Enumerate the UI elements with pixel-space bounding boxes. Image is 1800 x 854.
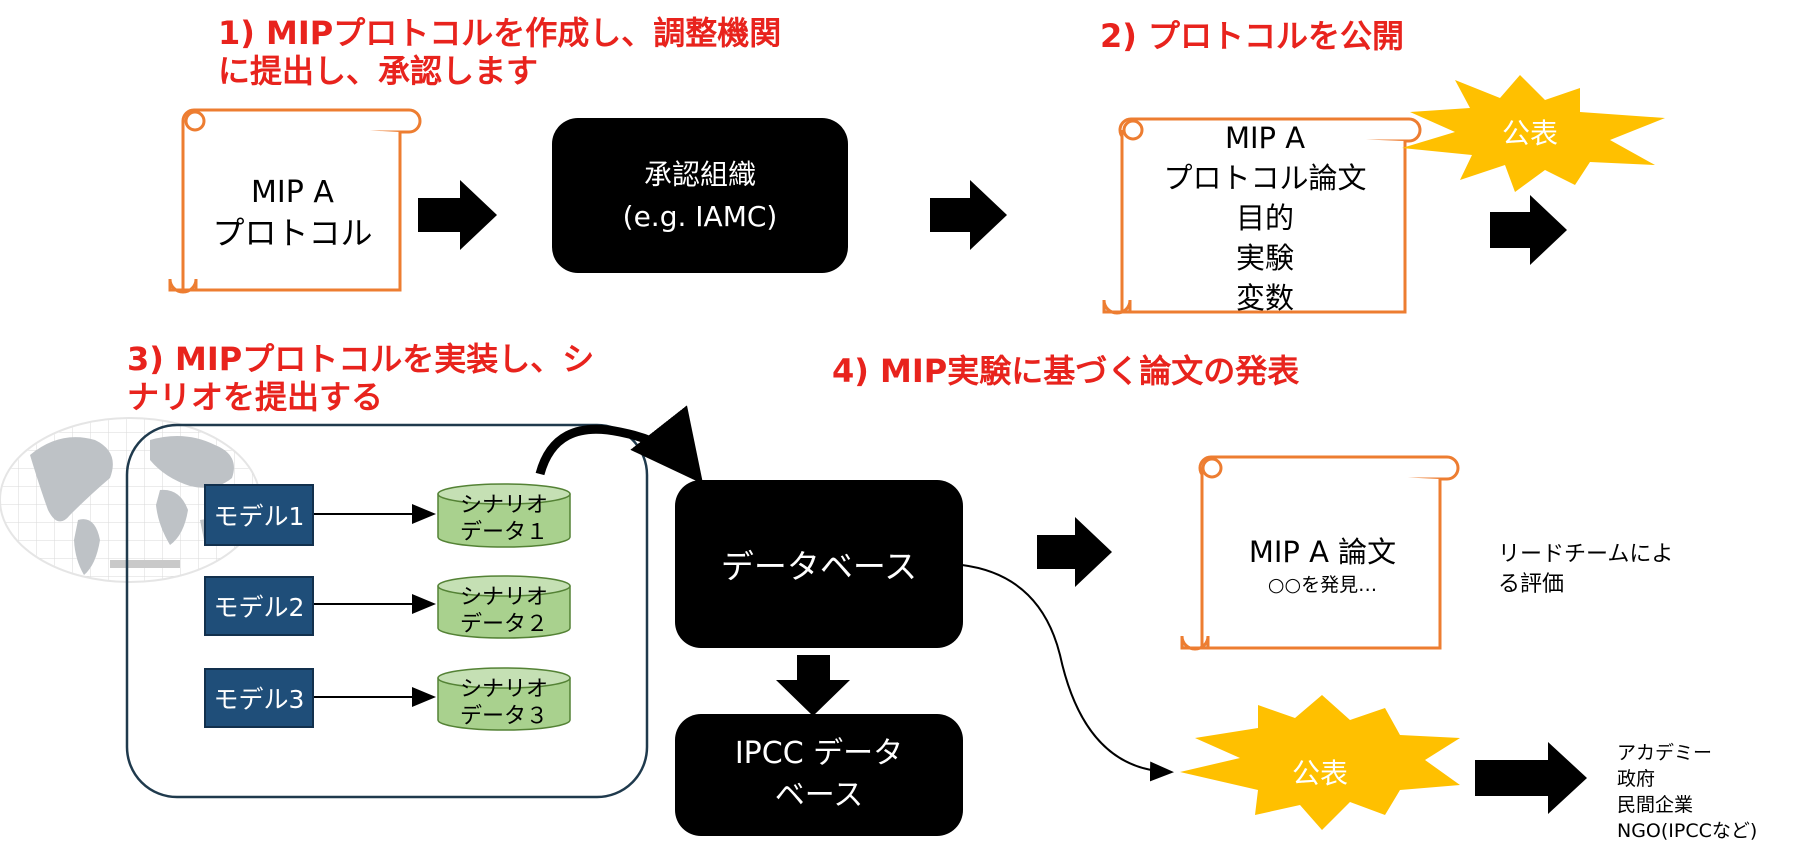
- model-3-box: モデル3: [204, 668, 314, 728]
- paper-title: MIP A 論文: [1248, 535, 1397, 569]
- step4-heading: 4) MIP実験に基づく論文の発表: [832, 352, 1300, 390]
- paper-scroll: MIP A 論文 ○○を発見…: [1210, 515, 1435, 615]
- published-protocol-scroll-shape: [1102, 117, 1422, 315]
- model-to-data-arrows: [312, 504, 436, 707]
- scenario-data-2-line2: データ２: [459, 612, 548, 637]
- scenario-data-3-line1: シナリオ: [459, 677, 548, 702]
- paper-scroll-shape: [1180, 455, 1460, 651]
- lead-team-evaluation: リードチームによ る評価: [1498, 540, 1673, 600]
- audience-academia: アカデミー: [1617, 742, 1713, 764]
- arrow-protocol-to-approval: [418, 180, 497, 250]
- models-group-frame: [125, 423, 649, 799]
- scenario-data-1: シナリオ データ１: [440, 490, 568, 548]
- arrow-publish-onward: [1490, 195, 1567, 265]
- scenario-data-2-line1: シナリオ: [459, 585, 548, 610]
- published-protocol-paper: プロトコル論文: [1163, 161, 1367, 195]
- scenario-data-1-line2: データ１: [459, 520, 548, 545]
- step1-heading: 1) MIPプロトコルを作成し、調整機関 に提出し、承認します: [218, 14, 781, 90]
- audience-ngo: NGO(IPCCなど): [1617, 820, 1758, 842]
- arrow-burst-to-audience: [1475, 742, 1587, 814]
- approval-example: (e.g. IAMC): [622, 199, 778, 233]
- ipcc-database-line2: ベース: [774, 778, 864, 813]
- paper-finding: ○○を発見…: [1267, 574, 1378, 596]
- published-protocol-scroll: MIP A プロトコル論文 目的 実験 変数: [1130, 118, 1400, 318]
- published-protocol-title: MIP A: [1224, 121, 1306, 155]
- audience-government: 政府: [1617, 768, 1656, 790]
- lead-team-line1: リードチームによ: [1498, 542, 1674, 567]
- scenario-data-2: シナリオ データ２: [440, 582, 568, 640]
- published-protocol-experiment: 実験: [1235, 241, 1294, 275]
- ipcc-database-line1: IPCC データ: [734, 736, 904, 771]
- approval-title: 承認組織: [643, 157, 756, 191]
- step3-heading: 3) MIPプロトコルを実装し、シ ナリオを提出する: [127, 340, 594, 416]
- publish-burst-top: [1402, 75, 1665, 192]
- arrow-approval-to-publish: [930, 180, 1007, 250]
- published-protocol-purpose: 目的: [1235, 201, 1294, 235]
- protocol-scroll-shape: [168, 108, 422, 294]
- publish-label-bottom: 公表: [1291, 757, 1348, 790]
- curved-arrow-to-publish: [961, 564, 1174, 782]
- audience-private-sector: 民間企業: [1617, 794, 1694, 816]
- publish-burst-bottom: [1180, 695, 1460, 830]
- protocol-title: MIP A: [251, 174, 334, 210]
- scenario-data-1-line1: シナリオ: [459, 493, 548, 518]
- published-protocol-variables: 変数: [1235, 281, 1294, 315]
- model-2-box: モデル2: [204, 576, 314, 636]
- step2-heading: 2) プロトコルを公開: [1100, 17, 1405, 55]
- audience-list: アカデミー 政府 民間企業 NGO(IPCCなど): [1617, 740, 1757, 844]
- scenario-data-3: シナリオ データ３: [440, 674, 568, 732]
- protocol-scroll: MIP A プロトコル: [190, 140, 395, 285]
- database-box: データベース: [675, 480, 963, 648]
- step1-line2: に提出し、承認します: [218, 52, 539, 90]
- publish-label-top: 公表: [1501, 117, 1558, 150]
- model-1-box: モデル1: [204, 484, 314, 546]
- block-arrows: [418, 180, 1587, 814]
- curved-arrow-to-database: [535, 405, 704, 485]
- protocol-subtitle: プロトコル: [212, 213, 373, 252]
- arrow-database-to-ipcc: [776, 655, 850, 716]
- ipcc-database-box: IPCC データ ベース: [675, 714, 963, 836]
- step3-line1: 3) MIPプロトコルを実装し、シ: [127, 340, 595, 378]
- scenario-data-3-line2: データ３: [459, 704, 548, 729]
- step3-line2: ナリオを提出する: [127, 378, 384, 416]
- step1-line1: 1) MIPプロトコルを作成し、調整機関: [218, 14, 782, 52]
- lead-team-line2: る評価: [1498, 572, 1565, 597]
- approval-organization-box: 承認組織 (e.g. IAMC): [552, 118, 848, 273]
- scenario-cylinders: [437, 483, 571, 731]
- arrow-database-to-paper: [1037, 517, 1112, 587]
